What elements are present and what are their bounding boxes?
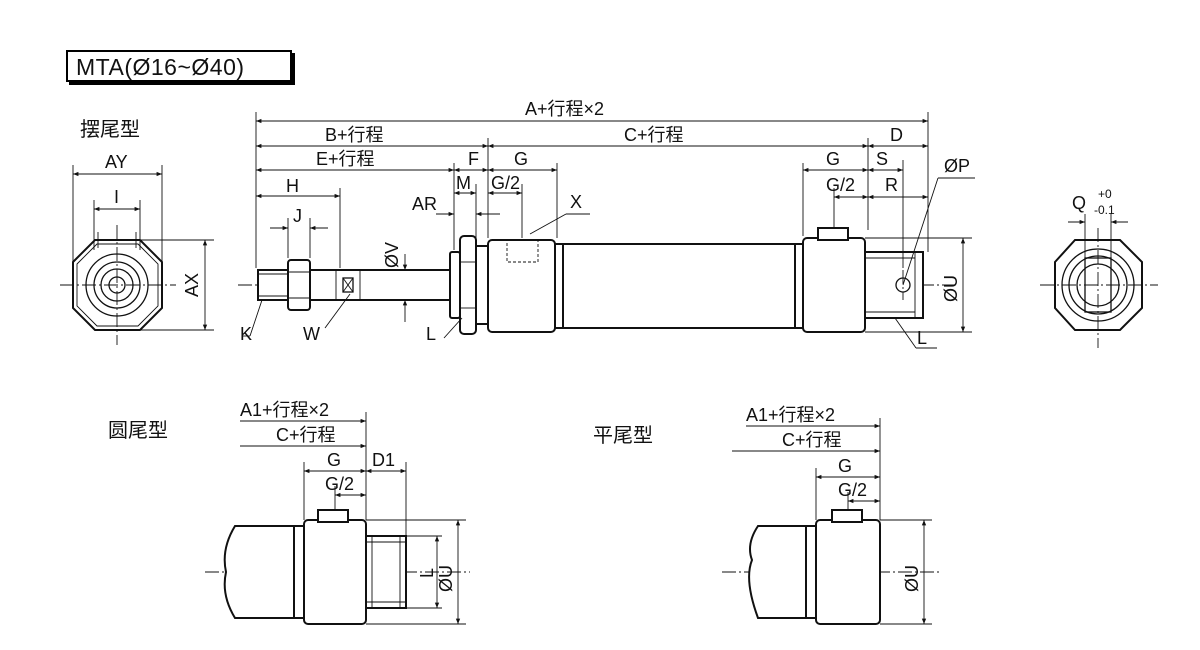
section-label-swing: 摆尾型	[80, 117, 140, 141]
dim-c-round: C+行程	[276, 425, 336, 445]
dim-l-round: L	[417, 568, 437, 578]
dim-g-flat: G	[838, 456, 852, 476]
main-cylinder	[238, 227, 955, 335]
dim-x: X	[570, 192, 582, 212]
dim-f: F	[468, 149, 479, 169]
dim-g2-round: G/2	[325, 474, 354, 494]
dim-j: J	[293, 206, 302, 226]
dim-op: ØP	[944, 156, 970, 176]
dim-ou-round: ØU	[436, 565, 456, 592]
dim-g2-flat: G/2	[838, 480, 867, 500]
dim-g-front: G	[514, 149, 528, 169]
dim-c-flat: C+行程	[782, 430, 842, 450]
model-title: MTA(Ø16~Ø40)	[76, 54, 245, 80]
dim-l-front: L	[426, 324, 436, 344]
dim-r: R	[885, 175, 898, 195]
section-label-round: 圆尾型	[108, 418, 168, 442]
dim-ar: AR	[412, 194, 437, 214]
dim-i: I	[114, 187, 119, 207]
dim-e-stroke: E+行程	[316, 149, 375, 169]
dim-d: D	[890, 125, 903, 145]
dim-ou-flat: ØU	[902, 565, 922, 592]
round-tail-view: A1+行程×2 C+行程 G D1 G/2 L ØU	[205, 400, 470, 625]
dim-k: K	[240, 324, 252, 344]
dim-c-stroke: C+行程	[624, 125, 684, 145]
dim-h: H	[286, 176, 299, 196]
dim-l-rear: L	[917, 328, 927, 348]
dim-d1: D1	[372, 450, 395, 470]
dim-g2-rear: G/2	[826, 175, 855, 195]
right-end-view: Q +0 -0.1	[1040, 187, 1158, 348]
flat-tail-view: A1+行程×2 C+行程 G G/2 ØU	[722, 405, 940, 625]
dim-q-tol-up: +0	[1098, 187, 1112, 201]
dim-a1-round: A1+行程×2	[240, 400, 329, 420]
dim-a1-flat: A1+行程×2	[746, 405, 835, 425]
dim-ov: ØV	[382, 242, 402, 268]
dim-s: S	[876, 149, 888, 169]
dim-ay: AY	[105, 152, 128, 172]
left-end-view: AY I AX	[60, 152, 214, 345]
dim-ax: AX	[182, 273, 202, 297]
main-dimensions: A+行程×2 B+行程 C+行程 D E+行程 F G M G/2 AR X G…	[240, 99, 975, 349]
dim-g-rear: G	[826, 149, 840, 169]
dim-a-stroke2: A+行程×2	[525, 99, 604, 119]
dim-w: W	[303, 324, 320, 344]
dim-g2-front: G/2	[491, 173, 520, 193]
section-label-flat: 平尾型	[593, 423, 653, 447]
model-title-box: MTA(Ø16~Ø40)	[66, 50, 292, 82]
dim-m: M	[456, 173, 471, 193]
dim-ou-main: ØU	[941, 275, 961, 302]
dim-q-tol-low: -0.1	[1094, 203, 1115, 217]
dim-g-round: G	[327, 450, 341, 470]
dim-b-stroke: B+行程	[325, 125, 384, 145]
dim-q: Q	[1072, 193, 1086, 213]
